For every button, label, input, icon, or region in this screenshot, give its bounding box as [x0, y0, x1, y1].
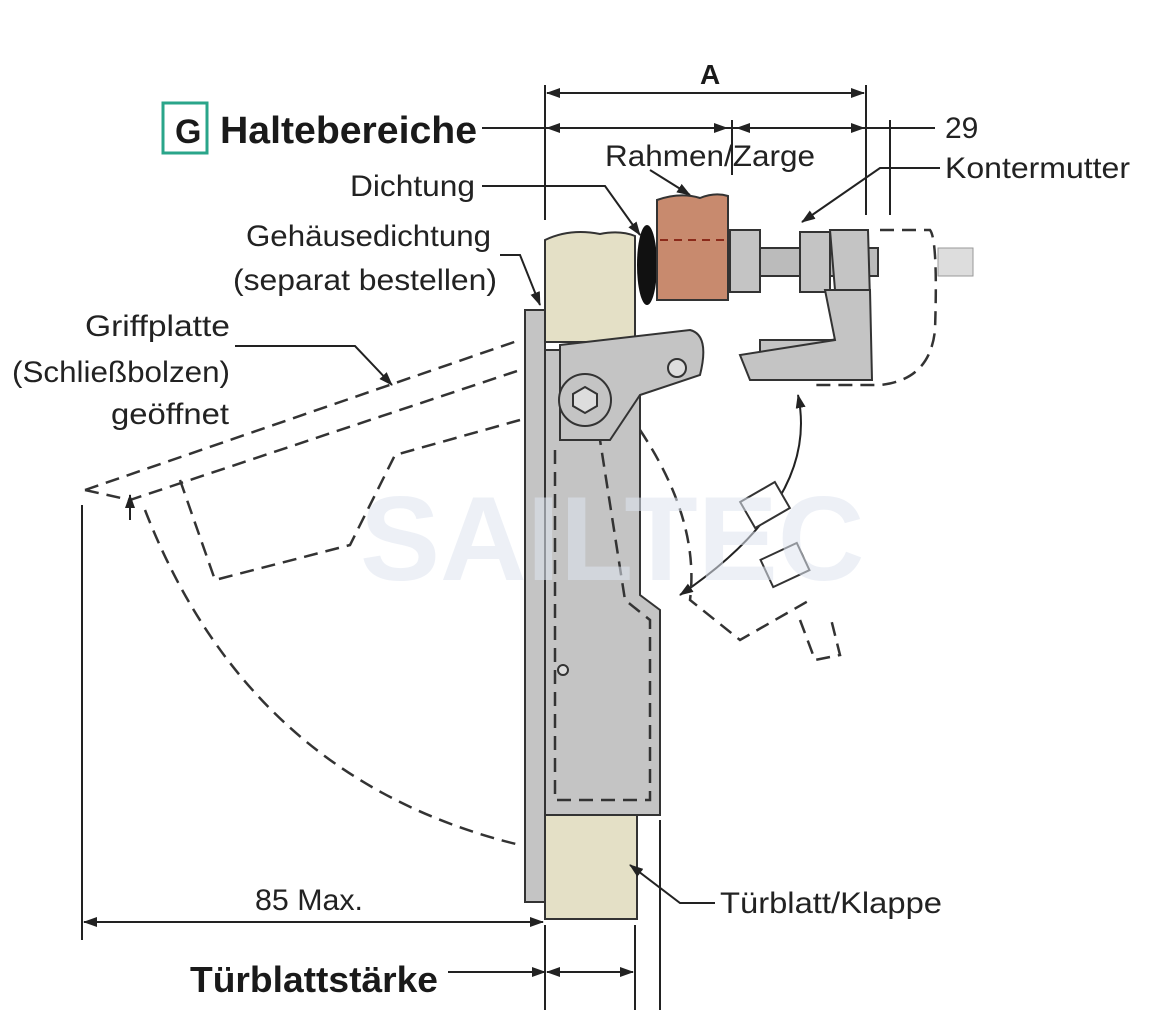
gehaeusedichtung-label: Gehäusedichtung	[246, 220, 491, 253]
tuerblatt-label: Türblatt/Klappe	[720, 887, 942, 920]
griffplatte-note: (Schließbolzen)	[12, 356, 230, 389]
clamp-hook	[738, 289, 874, 381]
bolt-end	[937, 247, 974, 277]
dimension-29-label: 29	[945, 112, 978, 145]
dimension-a-label: A	[700, 59, 720, 90]
door-panel-upper	[544, 231, 636, 343]
griffplatte-label: Griffplatte	[85, 310, 230, 343]
rahmen-label: Rahmen/Zarge	[605, 140, 815, 173]
nut	[729, 229, 761, 293]
seal	[637, 225, 657, 305]
pivot-hex-icon	[572, 385, 598, 415]
gehaeusedichtung-note: (separat bestellen)	[233, 264, 497, 297]
badge-g	[161, 101, 209, 155]
extension-lines	[81, 85, 891, 1010]
housing-plate	[524, 309, 546, 903]
swing-arc	[143, 509, 521, 847]
frame	[656, 193, 729, 301]
lock-nut	[799, 231, 831, 293]
door-panel-lower	[544, 814, 638, 920]
dichtung-label: Dichtung	[350, 170, 475, 203]
haltebereiche-label: Haltebereiche	[220, 110, 477, 152]
body-inner-outline	[553, 439, 652, 802]
badge-letter: G	[175, 113, 201, 151]
max85-label: 85 Max.	[255, 884, 363, 917]
kontermutter-label: Kontermutter	[945, 152, 1130, 185]
tuerblattstaerke-label: Türblattstärke	[190, 959, 438, 1000]
clamp-rotated-outline	[638, 429, 811, 642]
griffplatte-state: geöffnet	[111, 398, 230, 431]
